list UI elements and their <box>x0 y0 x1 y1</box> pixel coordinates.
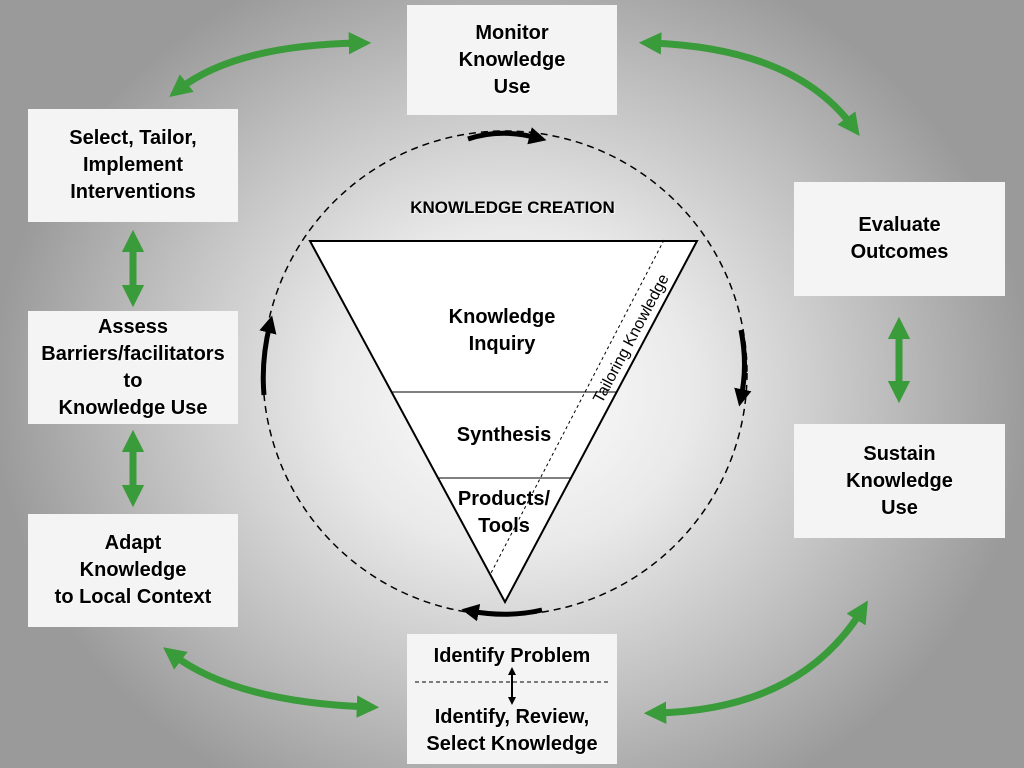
identify-problem-label: Identify Problem <box>433 645 591 667</box>
green-arrow-monitor-evaluate <box>638 32 860 137</box>
green-arrow-select-monitor <box>169 31 372 97</box>
identify-box-divider <box>415 667 609 705</box>
identify-box: Identify Problem Identify, Review, Selec… <box>407 634 617 764</box>
cycle-arrow-right <box>734 329 752 407</box>
knowledge-inquiry-label: Knowledge Inquiry <box>448 306 556 355</box>
adapt-knowledge-box: Adapt Knowledge to Local Context <box>28 514 238 627</box>
synthesis-label: Synthesis <box>456 424 552 446</box>
knowledge-creation-funnel <box>308 240 699 605</box>
adapt-knowledge-label: Adapt Knowledge to Local Context <box>54 532 212 608</box>
green-arrow-identify-adapt <box>163 647 380 718</box>
cycle-arrow-bottom <box>461 603 543 622</box>
tailoring-dashed-line <box>489 239 665 576</box>
sustain-knowledge-use-box: Sustain Knowledge Use <box>794 424 1005 538</box>
sustain-knowledge-use-label: Sustain Knowledge Use <box>846 442 953 519</box>
assess-barriers-box: Assess Barriers/facilitators to Knowledg… <box>28 311 238 424</box>
evaluate-outcomes-box: Evaluate Outcomes <box>794 182 1005 296</box>
cycle-arrow-top <box>467 127 547 145</box>
identify-review-select-label: Identify, Review, Select Knowledge <box>426 706 598 755</box>
green-arrow-sustain-identify <box>643 600 868 724</box>
monitor-knowledge-use-box: Monitor Knowledge Use <box>407 5 617 115</box>
select-tailor-implement-box: Select, Tailor, Implement Interventions <box>28 109 238 222</box>
evaluate-outcomes-label: Evaluate Outcomes <box>850 214 949 263</box>
knowledge-creation-title: KNOWLEDGE CREATION <box>410 198 615 217</box>
cycle-arrow-left <box>259 315 277 396</box>
select-tailor-implement-label: Select, Tailor, Implement Interventions <box>69 127 197 203</box>
assess-barriers-label: Assess Barriers/facilitators to Knowledg… <box>41 315 225 419</box>
monitor-knowledge-use-label: Monitor Knowledge Use <box>458 21 566 98</box>
products-tools-label: Products/ Tools <box>457 488 551 537</box>
